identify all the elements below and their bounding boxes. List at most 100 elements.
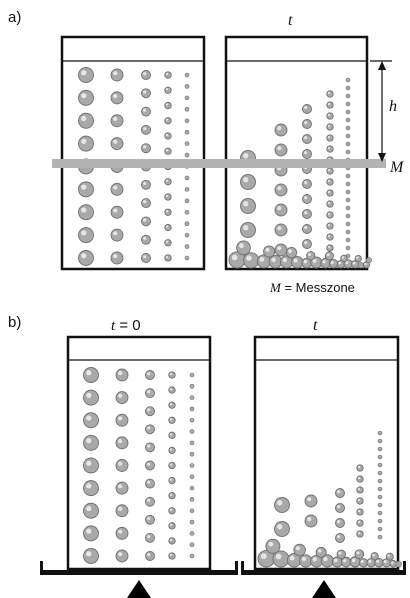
- particle-large: [115, 391, 129, 405]
- particle-largest: [78, 204, 94, 221]
- particle-small: [168, 522, 176, 530]
- particle-medium: [145, 442, 155, 453]
- particle-smallest: [184, 129, 190, 135]
- particle-smallest: [345, 205, 351, 211]
- particle-highlight: [118, 438, 123, 444]
- particle-highlight: [293, 258, 298, 263]
- particle-smallest: [184, 255, 190, 261]
- particle-highlight: [243, 177, 249, 183]
- particle-highlight: [118, 393, 123, 398]
- particle-sediment: [370, 552, 379, 561]
- particle-small: [356, 464, 364, 472]
- particle-small: [326, 123, 334, 131]
- particle-highlight: [165, 194, 169, 198]
- particle-largest: [83, 548, 99, 564]
- particle-medium: [335, 518, 345, 528]
- particle-highlight: [368, 559, 372, 563]
- particle-highlight: [277, 206, 282, 211]
- particle-smallest: [189, 474, 195, 480]
- particle-medium: [302, 134, 312, 144]
- particle-highlight: [327, 102, 331, 106]
- particle-highlight: [169, 418, 173, 421]
- particle-highlight: [330, 260, 334, 264]
- particle-small: [356, 530, 364, 538]
- particle-highlight: [165, 88, 169, 91]
- particle-large: [274, 143, 288, 157]
- caption-symbol: M: [269, 280, 282, 295]
- particle-highlight: [356, 551, 360, 555]
- particle-smallest: [184, 95, 190, 101]
- particle-small: [168, 461, 176, 470]
- particle-highlight: [357, 487, 361, 491]
- particle-large: [274, 203, 288, 217]
- particle-highlight: [341, 256, 345, 259]
- particle-highlight: [277, 146, 282, 151]
- particle-highlight: [327, 245, 331, 249]
- particle-largest: [83, 389, 99, 406]
- particles-settled: [257, 430, 402, 568]
- particle-sediment: [236, 240, 251, 256]
- particle-highlight: [169, 493, 173, 496]
- particle-medium: [335, 503, 345, 513]
- panel-b-left-title: t = 0: [111, 317, 141, 334]
- particle-small: [326, 200, 334, 208]
- particle-smallest: [377, 438, 383, 444]
- particle-large: [115, 368, 129, 382]
- particle-highlight: [113, 139, 118, 144]
- particle-small: [168, 446, 176, 455]
- particle-highlight: [113, 254, 118, 259]
- particle-highlight: [376, 559, 380, 563]
- particle-largest: [83, 367, 99, 383]
- particle-smallest: [345, 133, 351, 139]
- particle-small: [326, 189, 334, 197]
- particle-largest: [83, 434, 99, 451]
- particle-highlight: [327, 234, 331, 238]
- particle-sediment: [315, 546, 327, 558]
- particle-large: [115, 481, 129, 495]
- particle-highlight: [165, 225, 169, 228]
- particle-smallest: [345, 213, 351, 219]
- particle-smallest: [189, 384, 195, 389]
- particle-highlight: [338, 551, 342, 555]
- particle-smallest: [184, 175, 190, 181]
- particle-highlight: [86, 438, 92, 444]
- particle-highlight: [337, 505, 341, 509]
- particle-highlight: [277, 126, 282, 131]
- particle-highlight: [360, 560, 364, 563]
- particle-sediment: [263, 245, 276, 258]
- particle-highlight: [383, 560, 387, 564]
- particle-highlight: [243, 225, 249, 231]
- particle-highlight: [277, 500, 283, 506]
- particle-medium: [145, 551, 155, 561]
- particle-highlight: [113, 185, 118, 190]
- particle-large: [115, 436, 129, 450]
- particle-small: [164, 101, 172, 110]
- particle-smallest: [377, 534, 383, 540]
- container-outline: [60, 35, 206, 271]
- particle-small: [326, 134, 334, 142]
- particle-highlight: [169, 523, 173, 526]
- particle-small: [356, 475, 364, 483]
- particle-smallest: [189, 440, 195, 446]
- particle-sediment: [299, 554, 313, 568]
- particle-smallest: [345, 221, 351, 227]
- particle-medium: [302, 104, 312, 114]
- particle-highlight: [169, 538, 173, 542]
- particle-large: [110, 91, 124, 105]
- particle-smallest: [377, 494, 383, 500]
- particle-highlight: [277, 186, 282, 191]
- title-variable: t: [111, 318, 116, 334]
- particle-highlight: [147, 408, 151, 412]
- particle-highlight: [81, 138, 87, 144]
- particle-smallest: [377, 478, 383, 484]
- particle-small: [164, 223, 172, 232]
- particle-highlight: [268, 541, 274, 547]
- particle-highlight: [147, 444, 151, 448]
- particle-highlight: [351, 558, 356, 563]
- particle-highlight: [357, 509, 361, 513]
- container-outline: [253, 335, 400, 571]
- particle-highlight: [390, 561, 394, 564]
- height-symbol: h: [389, 98, 397, 115]
- particle-highlight: [282, 257, 287, 263]
- particle-sediment: [268, 254, 283, 269]
